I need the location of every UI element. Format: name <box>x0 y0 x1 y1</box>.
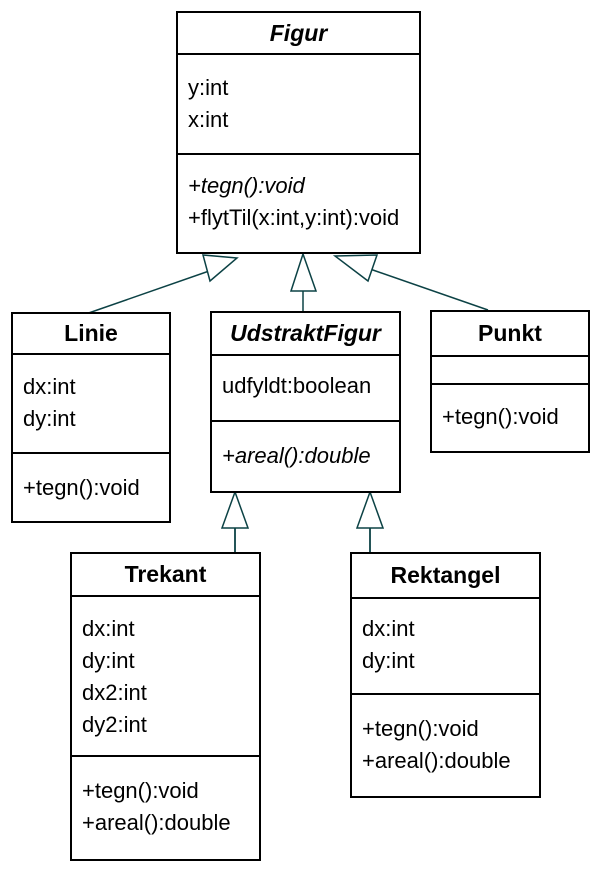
methods-compartment-udstraktfigur: +areal():double <box>212 422 399 491</box>
class-box-udstraktfigur: UdstraktFigur udfyldt:boolean +areal():d… <box>210 311 401 493</box>
class-box-linie: Linie dx:int dy:int +tegn():void <box>11 312 171 523</box>
attribute: dx2:int <box>82 680 147 705</box>
class-name-trekant: Trekant <box>72 554 259 597</box>
attribute: dy:int <box>82 648 135 673</box>
class-name-rektangel: Rektangel <box>352 554 539 599</box>
generalization-arrowhead-linie-figur <box>201 254 239 283</box>
method: +tegn():void <box>362 716 479 741</box>
methods-compartment-punkt: +tegn():void <box>432 385 588 451</box>
class-box-trekant: Trekant dx:int dy:int dx2:int dy2:int +t… <box>70 552 261 861</box>
attribute: dy2:int <box>82 712 147 737</box>
method: +tegn():void <box>442 404 559 429</box>
attribute: y:int <box>188 75 229 100</box>
class-name-punkt: Punkt <box>432 312 588 357</box>
method: +tegn():void <box>188 173 305 198</box>
class-box-figur: Figur y:int x:int +tegn():void +flytTil(… <box>176 11 421 254</box>
method: +tegn():void <box>23 475 140 500</box>
methods-compartment-figur: +tegn():void +flytTil(x:int,y:int):void <box>178 155 419 252</box>
method: +flytTil(x:int,y:int):void <box>188 205 400 230</box>
class-box-punkt: Punkt +tegn():void <box>430 310 590 453</box>
attributes-compartment-punkt <box>432 357 588 385</box>
attribute: dx:int <box>23 374 76 399</box>
method: +areal():double <box>82 810 231 835</box>
method: +tegn():void <box>82 778 199 803</box>
generalization-line-punkt-figur <box>369 268 489 311</box>
attribute: dy:int <box>23 406 76 431</box>
attributes-compartment-linie: dx:int dy:int <box>13 355 169 454</box>
class-name-figur: Figur <box>178 13 419 55</box>
class-name-linie: Linie <box>13 314 169 355</box>
methods-compartment-rektangel: +tegn():void +areal():double <box>352 695 539 796</box>
attribute: dx:int <box>362 616 415 641</box>
attributes-compartment-rektangel: dx:int dy:int <box>352 599 539 695</box>
generalization-arrowhead-punkt-figur <box>332 254 379 283</box>
method: +areal():double <box>222 443 371 468</box>
class-name-udstraktfigur: UdstraktFigur <box>212 313 399 356</box>
attribute: dx:int <box>82 616 135 641</box>
attributes-compartment-trekant: dx:int dy:int dx2:int dy2:int <box>72 597 259 757</box>
generalization-arrowhead-rektangel-udstraktfigur <box>355 489 385 529</box>
attribute: x:int <box>188 107 229 132</box>
method: +areal():double <box>362 748 511 773</box>
generalization-arrowhead-udstraktfigur-figur <box>289 251 318 292</box>
generalization-line-linie-figur <box>79 269 213 317</box>
methods-compartment-linie: +tegn():void <box>13 454 169 521</box>
generalization-arrowhead-trekant-udstraktfigur <box>220 489 250 529</box>
attribute: dy:int <box>362 648 415 673</box>
class-box-rektangel: Rektangel dx:int dy:int +tegn():void +ar… <box>350 552 541 798</box>
attributes-compartment-figur: y:int x:int <box>178 55 419 155</box>
attribute: udfyldt:boolean <box>222 373 372 398</box>
attributes-compartment-udstraktfigur: udfyldt:boolean <box>212 356 399 422</box>
methods-compartment-trekant: +tegn():void +areal():double <box>72 757 259 859</box>
